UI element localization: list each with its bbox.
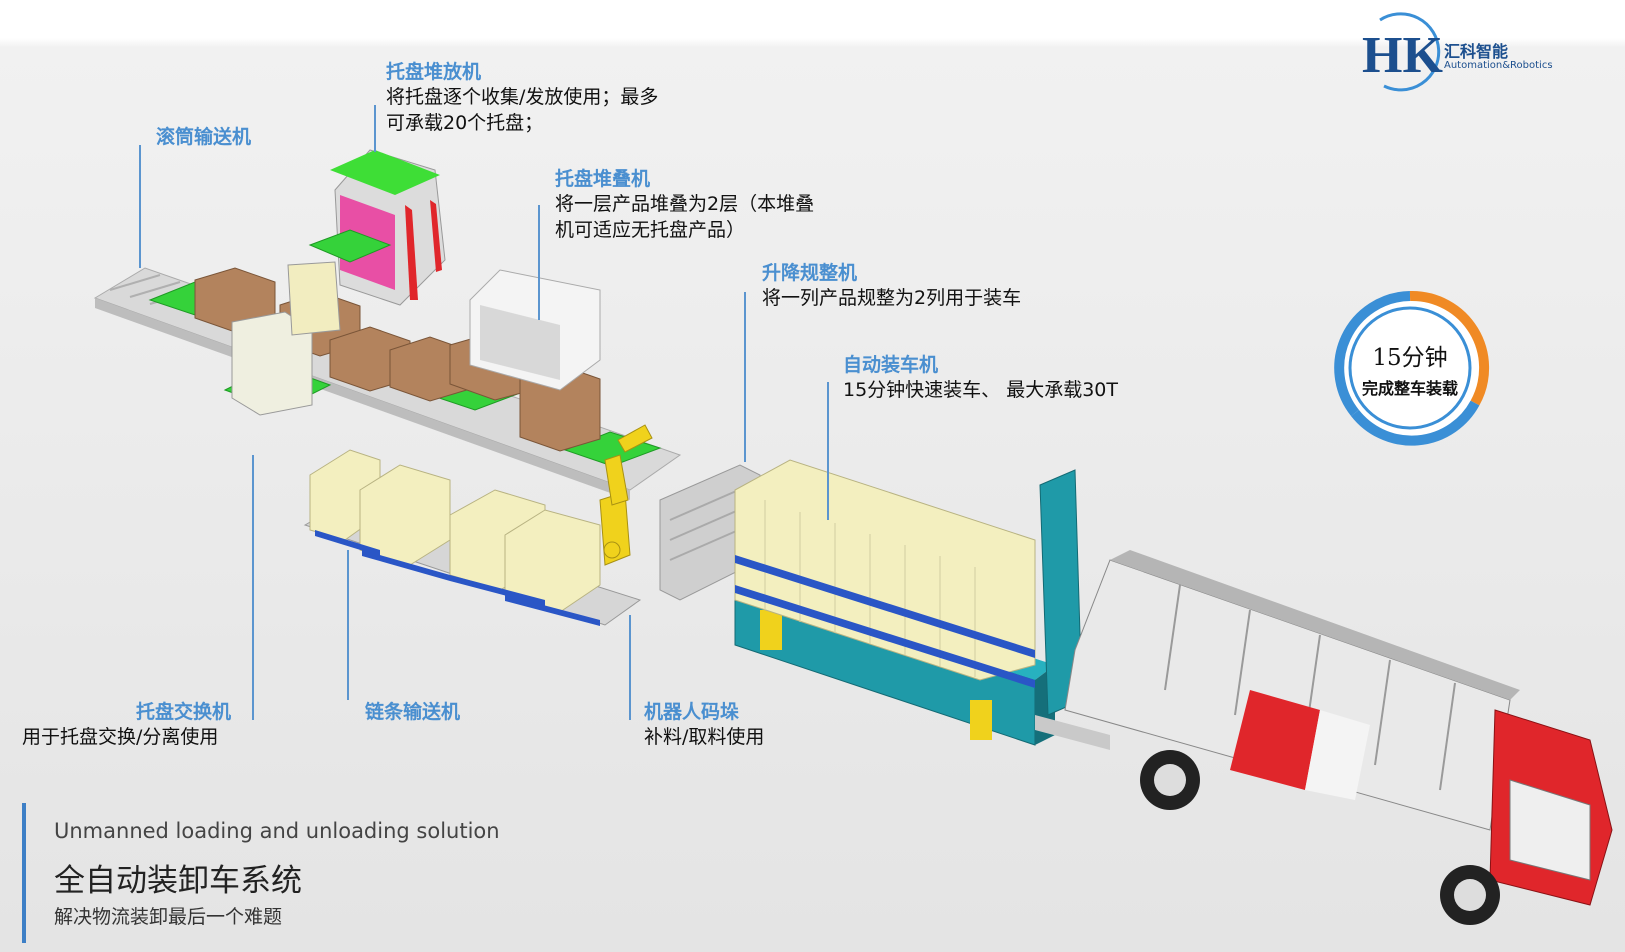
callout-title: 滚筒输送机 [156, 126, 252, 148]
callout-title: 托盘交换机 [136, 701, 232, 723]
chain-conveyor [303, 449, 642, 626]
callout-title: 链条输送机 [365, 701, 461, 723]
callout-desc-line1: 15分钟快速装车、 最大承载30T [843, 379, 1118, 401]
company-logo: HK 汇科智能 Automation&Robotics [1360, 8, 1560, 96]
callout-roller-conveyor: 滚筒输送机 [156, 125, 251, 149]
loading-time-badge: 15分钟 完成整车装载 [1325, 283, 1495, 453]
solution-accent-bar [22, 803, 26, 943]
callout-desc-line1: 将一层产品堆叠为2层（本堆叠 [555, 193, 815, 215]
callout-title: 升降规整机 [762, 262, 858, 284]
callout-desc-line1: 将一列产品规整为2列用于装车 [762, 287, 1022, 309]
callout-desc-line2: 机可适应无托盘产品） [555, 219, 746, 241]
leader-lines [139, 105, 829, 720]
hk-logo-icon: HK [1362, 12, 1443, 92]
progress-ring-icon [1334, 290, 1490, 446]
callout-title: 机器人码垛 [644, 701, 740, 723]
callout-lift-arranger: 升降规整机 将一列产品规整为2列用于装车 [762, 261, 1021, 311]
solution-subtitle: 解决物流装卸最后一个难题 [54, 906, 283, 928]
callout-pallet-stacker: 托盘堆叠机 将一层产品堆叠为2层（本堆叠 机可适应无托盘产品） [555, 167, 814, 243]
callout-title: 托盘堆叠机 [555, 168, 651, 190]
yellow-robot [599, 424, 653, 566]
callout-tray-stacker: 托盘堆放机 将托盘逐个收集/发放使用；最多 可承载20个托盘； [386, 60, 658, 136]
loaded-boxes [734, 459, 1036, 681]
callout-title: 自动装车机 [843, 354, 939, 376]
callout-desc-line1: 补料/取料使用 [644, 726, 765, 748]
logo-mark: HK [1362, 27, 1443, 84]
callout-desc-line1: 将托盘逐个收集/发放使用；最多 [386, 86, 659, 108]
pallet-exchanger-machine [231, 261, 341, 416]
pallet-stacker-machine [469, 269, 601, 391]
callout-title: 托盘堆放机 [386, 61, 482, 83]
callout-desc-line1: 用于托盘交换/分离使用 [22, 726, 219, 748]
badge-line-2: 完成整车装载 [1361, 379, 1458, 398]
solution-title-cn: 全自动装卸车系统 [54, 863, 302, 899]
callout-chain-conveyor: 链条输送机 [365, 700, 460, 724]
callout-robot-palletizer: 机器人码垛 补料/取料使用 [644, 700, 764, 750]
callout-pallet-exchanger: 托盘交换机 用于托盘交换/分离使用 [22, 700, 231, 750]
logo-name-en: Automation&Robotics [1444, 60, 1553, 71]
callout-desc-line2: 可承载20个托盘； [386, 112, 544, 134]
badge-line-1: 15分钟 [1372, 345, 1448, 371]
solution-title-en: Unmanned loading and unloading solution [54, 819, 500, 843]
logo-name-cn: 汇科智能 [1444, 42, 1509, 61]
truck [1035, 550, 1613, 925]
callout-auto-loader: 自动装车机 15分钟快速装车、 最大承载30T [843, 353, 1118, 403]
